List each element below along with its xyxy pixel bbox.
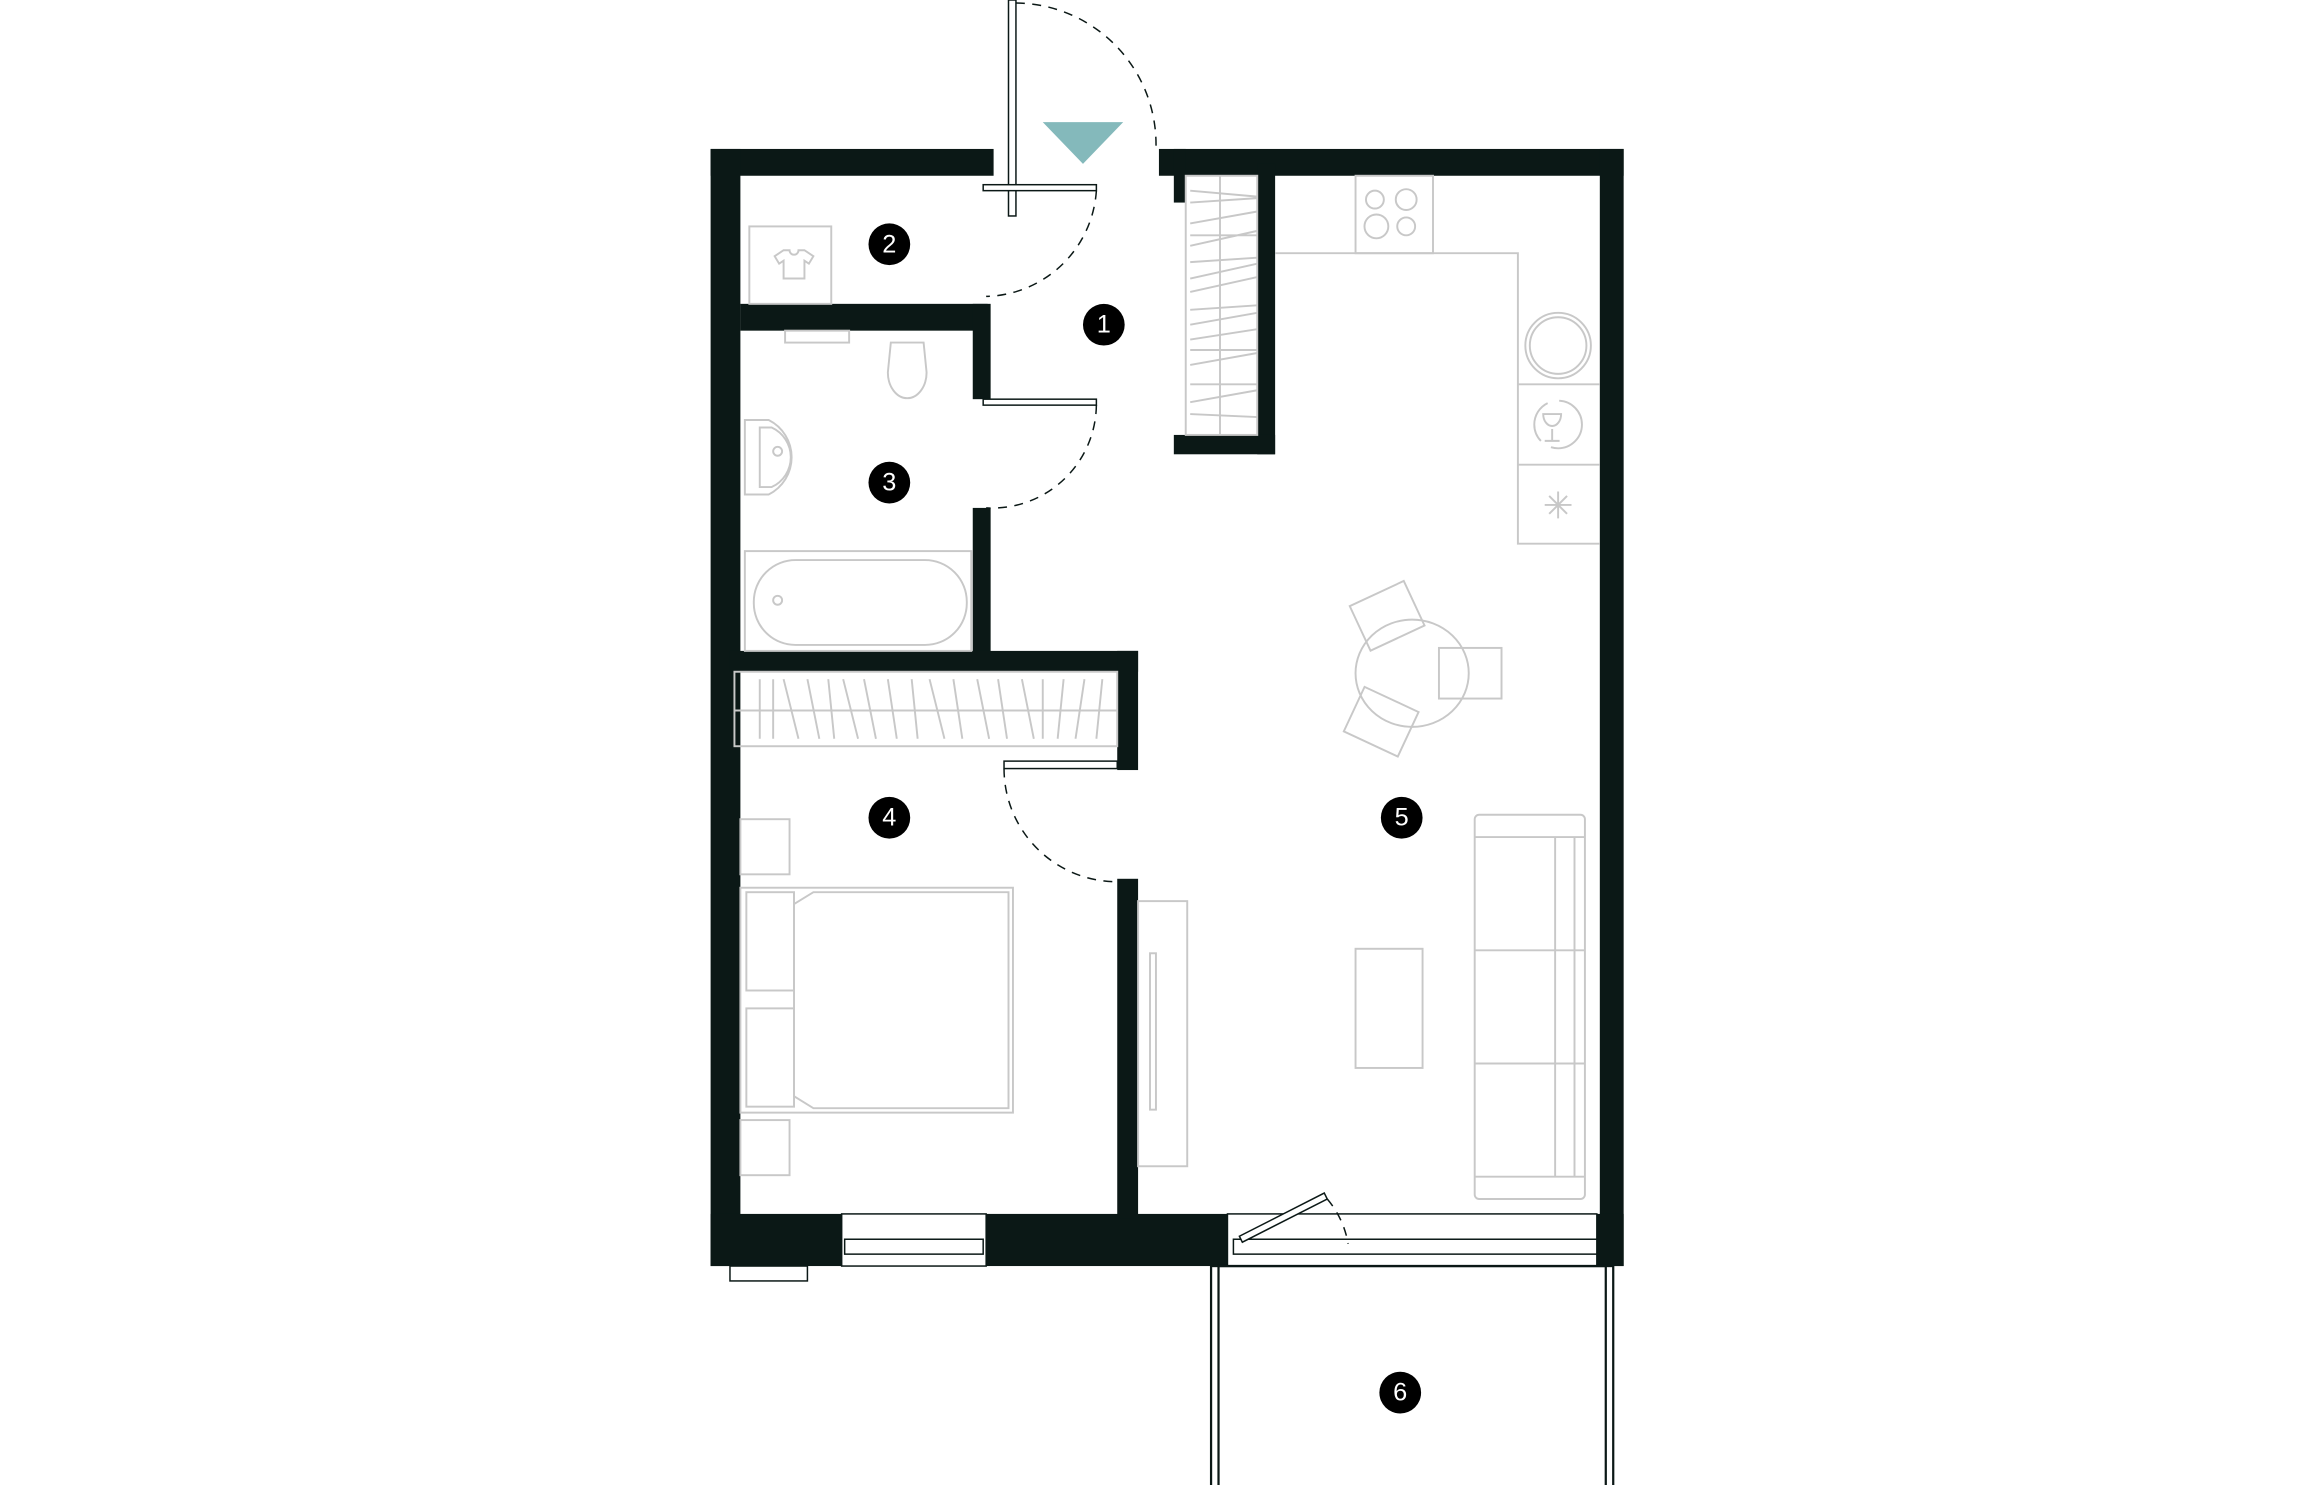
dining-table <box>1354 618 1470 728</box>
fridge-icon <box>1544 491 1572 519</box>
walls <box>710 148 1624 1267</box>
wardrobe-room-door <box>982 183 1098 298</box>
living-area <box>1137 813 1586 1200</box>
bathroom-door <box>982 398 1098 509</box>
toilet-icon <box>886 341 928 400</box>
room-badge-4: 4 <box>868 796 911 839</box>
svg-text:5: 5 <box>1395 804 1409 832</box>
balcony-door <box>1238 1192 1349 1244</box>
clothes-rack <box>748 225 833 305</box>
sink-bowl-icon <box>1524 311 1592 380</box>
room-badge-2: 2 <box>868 223 911 266</box>
svg-text:6: 6 <box>1393 1379 1407 1407</box>
room-badge-5: 5 <box>1380 796 1423 839</box>
room-badge-6: 6 <box>1379 1371 1422 1414</box>
balcony <box>1209 1264 1615 1485</box>
room-badge-3: 3 <box>868 461 911 504</box>
kitchen <box>1275 174 1600 545</box>
sink-icon <box>743 419 793 496</box>
bathroom-fixtures <box>743 329 973 652</box>
tv-stand <box>1137 900 1189 1168</box>
windows <box>729 1213 1598 1282</box>
dining-set <box>1342 579 1503 758</box>
svg-text:4: 4 <box>882 804 896 832</box>
room-badge-1: 1 <box>1082 303 1125 346</box>
tv-icon <box>1149 952 1157 1111</box>
stove-icon <box>1354 174 1434 255</box>
bedroom-door <box>1003 760 1118 883</box>
dishwasher-icon <box>1533 399 1583 450</box>
svg-text:3: 3 <box>882 469 896 497</box>
bedroom-wardrobe <box>733 670 1119 748</box>
tshirt-icon <box>773 249 815 280</box>
sofa <box>1473 813 1586 1200</box>
bathtub-icon <box>752 559 968 646</box>
entrance-arrow-icon <box>1042 122 1124 164</box>
svg-text:1: 1 <box>1097 311 1111 339</box>
hallway-wardrobe <box>1184 174 1259 436</box>
bedroom-furniture <box>739 818 1014 1177</box>
coffee-table <box>1354 947 1424 1069</box>
bed <box>739 886 1014 1114</box>
entrance-door <box>1007 0 1157 217</box>
svg-text:2: 2 <box>882 230 896 258</box>
